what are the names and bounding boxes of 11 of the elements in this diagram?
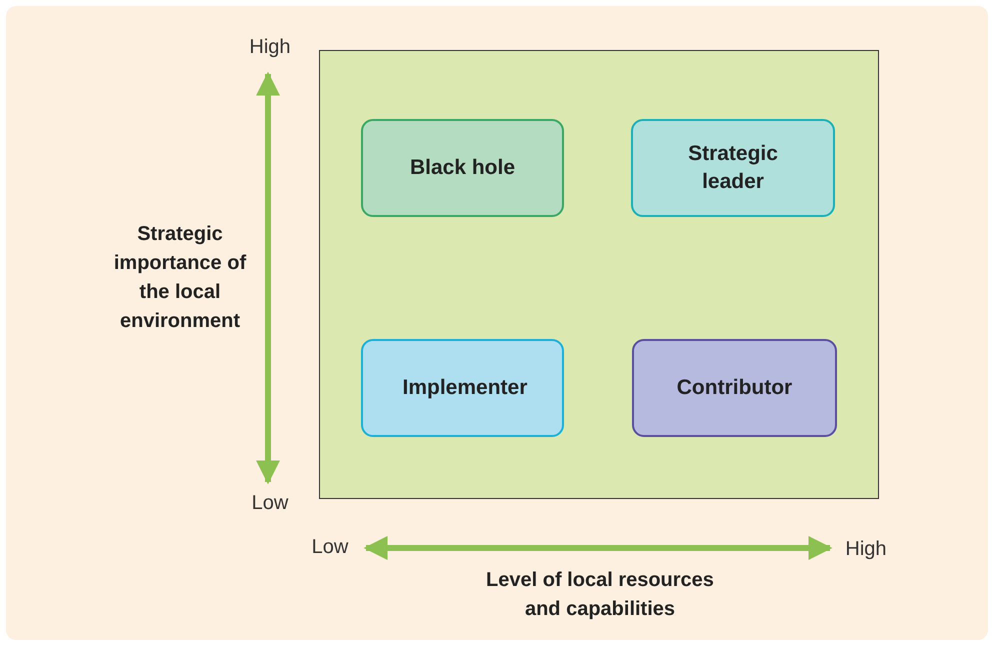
- matrix-area: [319, 50, 879, 499]
- axis-label: High: [844, 538, 888, 561]
- axis-title: Strategic importance of the local environment: [112, 222, 248, 334]
- quadrant-box: Strategic leader: [631, 119, 835, 217]
- axis-label: Low: [250, 492, 290, 515]
- quadrant-box: Black hole: [361, 119, 564, 217]
- quadrant-box: Implementer: [361, 339, 564, 437]
- axis-title: Level of local resources and capabilities: [485, 568, 715, 622]
- quadrant-box: Contributor: [632, 339, 837, 437]
- axis-label: Low: [310, 536, 350, 559]
- axis-label: High: [248, 36, 292, 59]
